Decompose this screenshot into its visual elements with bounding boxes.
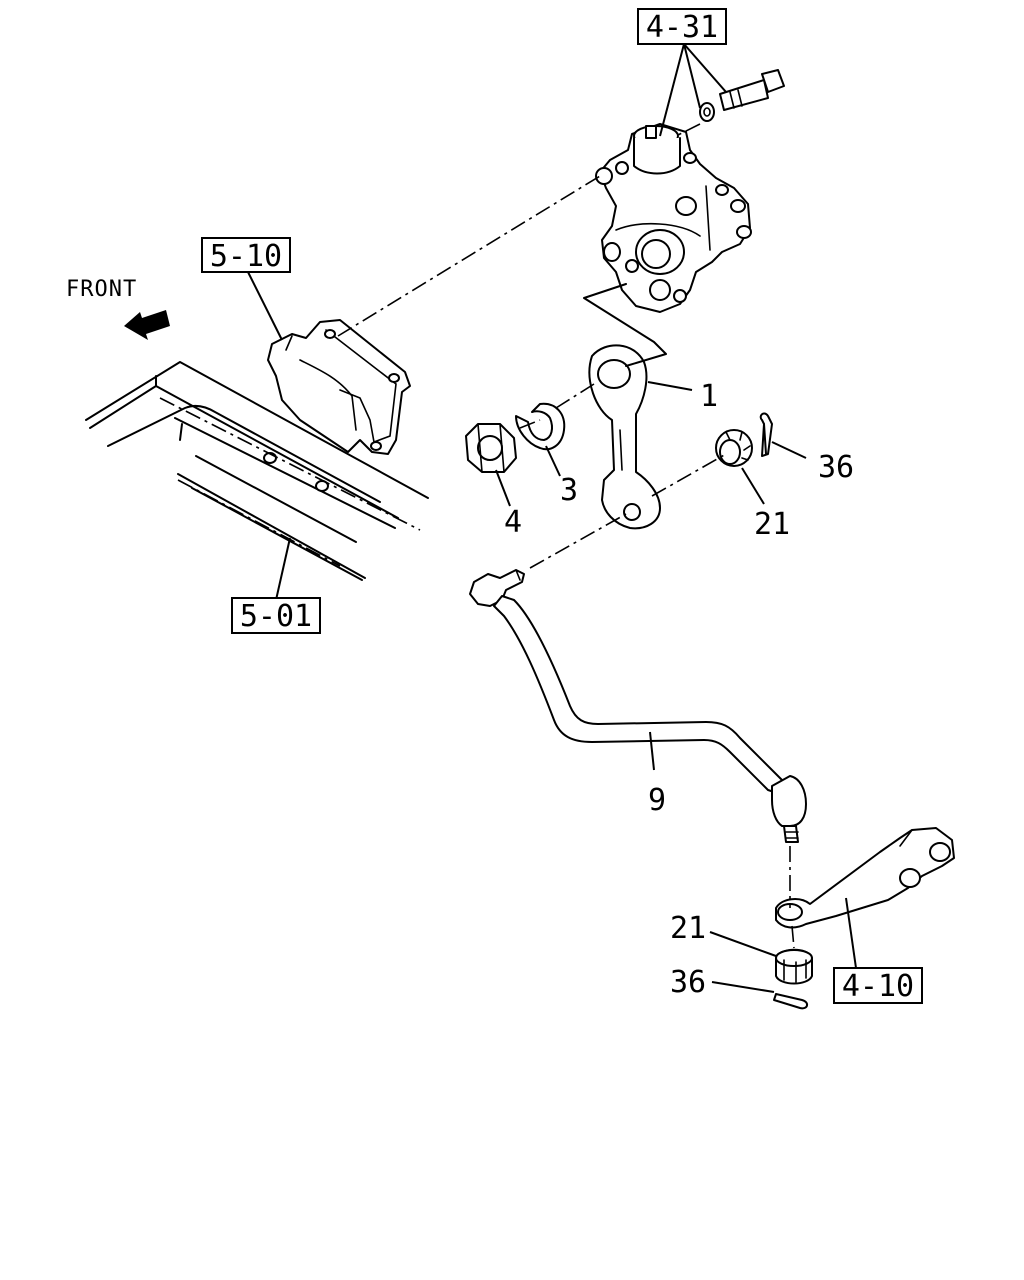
castle-nut-lower [775, 948, 813, 985]
front-arrow-icon [124, 310, 170, 340]
callout-nut: 4 [504, 505, 522, 540]
lock-washer [515, 402, 566, 451]
assembly-lines [337, 175, 795, 949]
ref-box-frame[interactable]: 5-01 [231, 597, 321, 634]
callout-cotter-pin-lower: 36 [670, 965, 706, 1000]
ref-box-gear-box[interactable]: 4-31 [637, 8, 727, 45]
leader-lines [247, 43, 857, 993]
callout-idler-arm: 1 [700, 379, 718, 414]
frame-rail [85, 361, 429, 581]
drag-link [469, 569, 807, 843]
castle-nut-upper [715, 429, 753, 467]
ref-manifold-text: 5-10 [210, 239, 282, 274]
front-indicator: FRONT [66, 277, 170, 340]
ref-knuckle-arm-text: 4-10 [842, 969, 914, 1004]
steering-gear-box [595, 123, 752, 313]
hex-nut [465, 423, 517, 473]
callout-lock-washer: 3 [560, 473, 578, 508]
cotter-pin-lower [773, 993, 808, 1010]
manifold-bracket [267, 319, 411, 455]
ref-box-knuckle-arm[interactable]: 4-10 [833, 967, 923, 1004]
callout-castle-nut-lower: 21 [670, 911, 706, 946]
callout-drag-link: 9 [648, 783, 666, 818]
callout-castle-nut-upper: 21 [754, 507, 790, 542]
ref-box-manifold[interactable]: 5-10 [201, 237, 291, 274]
callout-cotter-pin-upper: 36 [818, 450, 854, 485]
ref-frame-text: 5-01 [240, 599, 312, 634]
mounting-bolt [675, 69, 785, 137]
idler-arm [588, 344, 661, 530]
knuckle-arm [775, 827, 955, 929]
cotter-pin-upper [759, 412, 773, 457]
ref-gear-box-text: 4-31 [646, 10, 718, 45]
front-label: FRONT [66, 277, 137, 302]
